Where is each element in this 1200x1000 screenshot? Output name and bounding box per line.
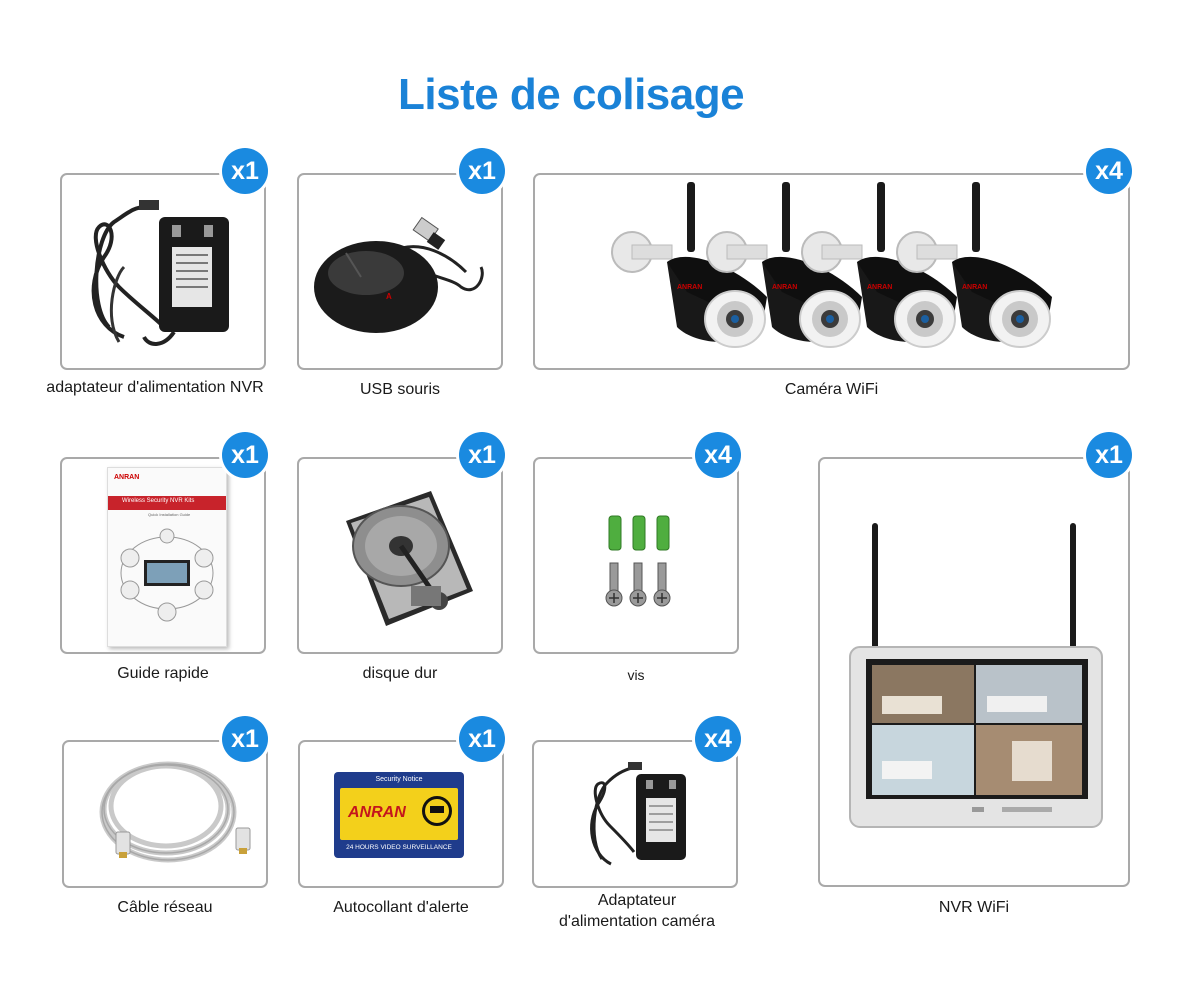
sticker-header: Security Notice: [375, 776, 423, 783]
hard-disk-icon: [346, 491, 473, 626]
manual-subtitle: Quick Installation Guide: [148, 512, 191, 517]
manual-icon: ANRAN Wireless Security NVR Kits Quick I…: [107, 467, 227, 647]
quantity-badge: x4: [695, 716, 741, 762]
item-label-line2: d'alimentation caméra: [558, 913, 716, 930]
quantity-badge: x1: [459, 432, 505, 478]
item-card-guide: ANRAN Wireless Security NVR Kits Quick I…: [60, 457, 266, 654]
quantity-badge: x1: [222, 716, 268, 762]
quantity-badge: x1: [459, 716, 505, 762]
item-card-cable: [62, 740, 268, 888]
item-label: Guide rapide: [117, 665, 209, 682]
item-label: USB souris: [359, 381, 441, 398]
nvr-monitor-icon: [849, 523, 1103, 828]
item-card-hdd: [297, 457, 503, 654]
svg-text:ANRAN: ANRAN: [677, 284, 702, 291]
item-card-camera-adapter: [532, 740, 738, 888]
warning-sticker-icon: Security Notice ANRAN 24 HOURS VIDEO SUR…: [334, 772, 464, 858]
manual-brand: ANRAN: [114, 474, 140, 481]
item-label: vis: [627, 667, 645, 683]
power-adapter-icon: [590, 762, 686, 866]
quantity-badge: x1: [1086, 432, 1132, 478]
item-label: NVR WiFi: [938, 899, 1010, 916]
item-card-cameras: ANRAN: [533, 173, 1130, 370]
quantity-badge: x4: [1086, 148, 1132, 194]
item-label: disque dur: [362, 665, 438, 682]
item-card-nvr: [818, 457, 1130, 887]
mouse-icon: A: [314, 216, 484, 333]
quantity-badge: x4: [695, 432, 741, 478]
item-label: Caméra WiFi: [784, 381, 879, 398]
manual-title: Wireless Security NVR Kits: [122, 498, 195, 504]
svg-text:A: A: [386, 292, 392, 301]
page-title: Liste de colisage: [398, 70, 745, 119]
item-label: adaptateur d'alimentation NVR: [46, 379, 264, 396]
quantity-badge: x1: [222, 432, 268, 478]
item-card-mouse: A: [297, 173, 503, 370]
sticker-brand: ANRAN: [348, 804, 406, 821]
item-label: Câble réseau: [117, 899, 213, 916]
item-card-nvr-adapter: [60, 173, 266, 370]
sticker-footer: 24 HOURS VIDEO SURVEILLANCE: [346, 844, 452, 851]
item-card-sticker: Security Notice ANRAN 24 HOURS VIDEO SUR…: [298, 740, 504, 888]
quantity-badge: x1: [222, 148, 268, 194]
item-card-screws: [533, 457, 739, 654]
quantity-badge: x1: [459, 148, 505, 194]
item-label: Autocollant d'alerte: [333, 899, 469, 916]
screws-icon: [605, 515, 671, 607]
bullet-camera-icon: ANRAN: [611, 181, 1053, 348]
network-cable-icon: [99, 761, 251, 863]
power-adapter-icon: [91, 200, 229, 346]
item-label: Adaptateur d'alimentation caméra: [532, 890, 742, 932]
camera-icon: [422, 796, 452, 826]
item-label-line1: Adaptateur: [597, 892, 677, 909]
